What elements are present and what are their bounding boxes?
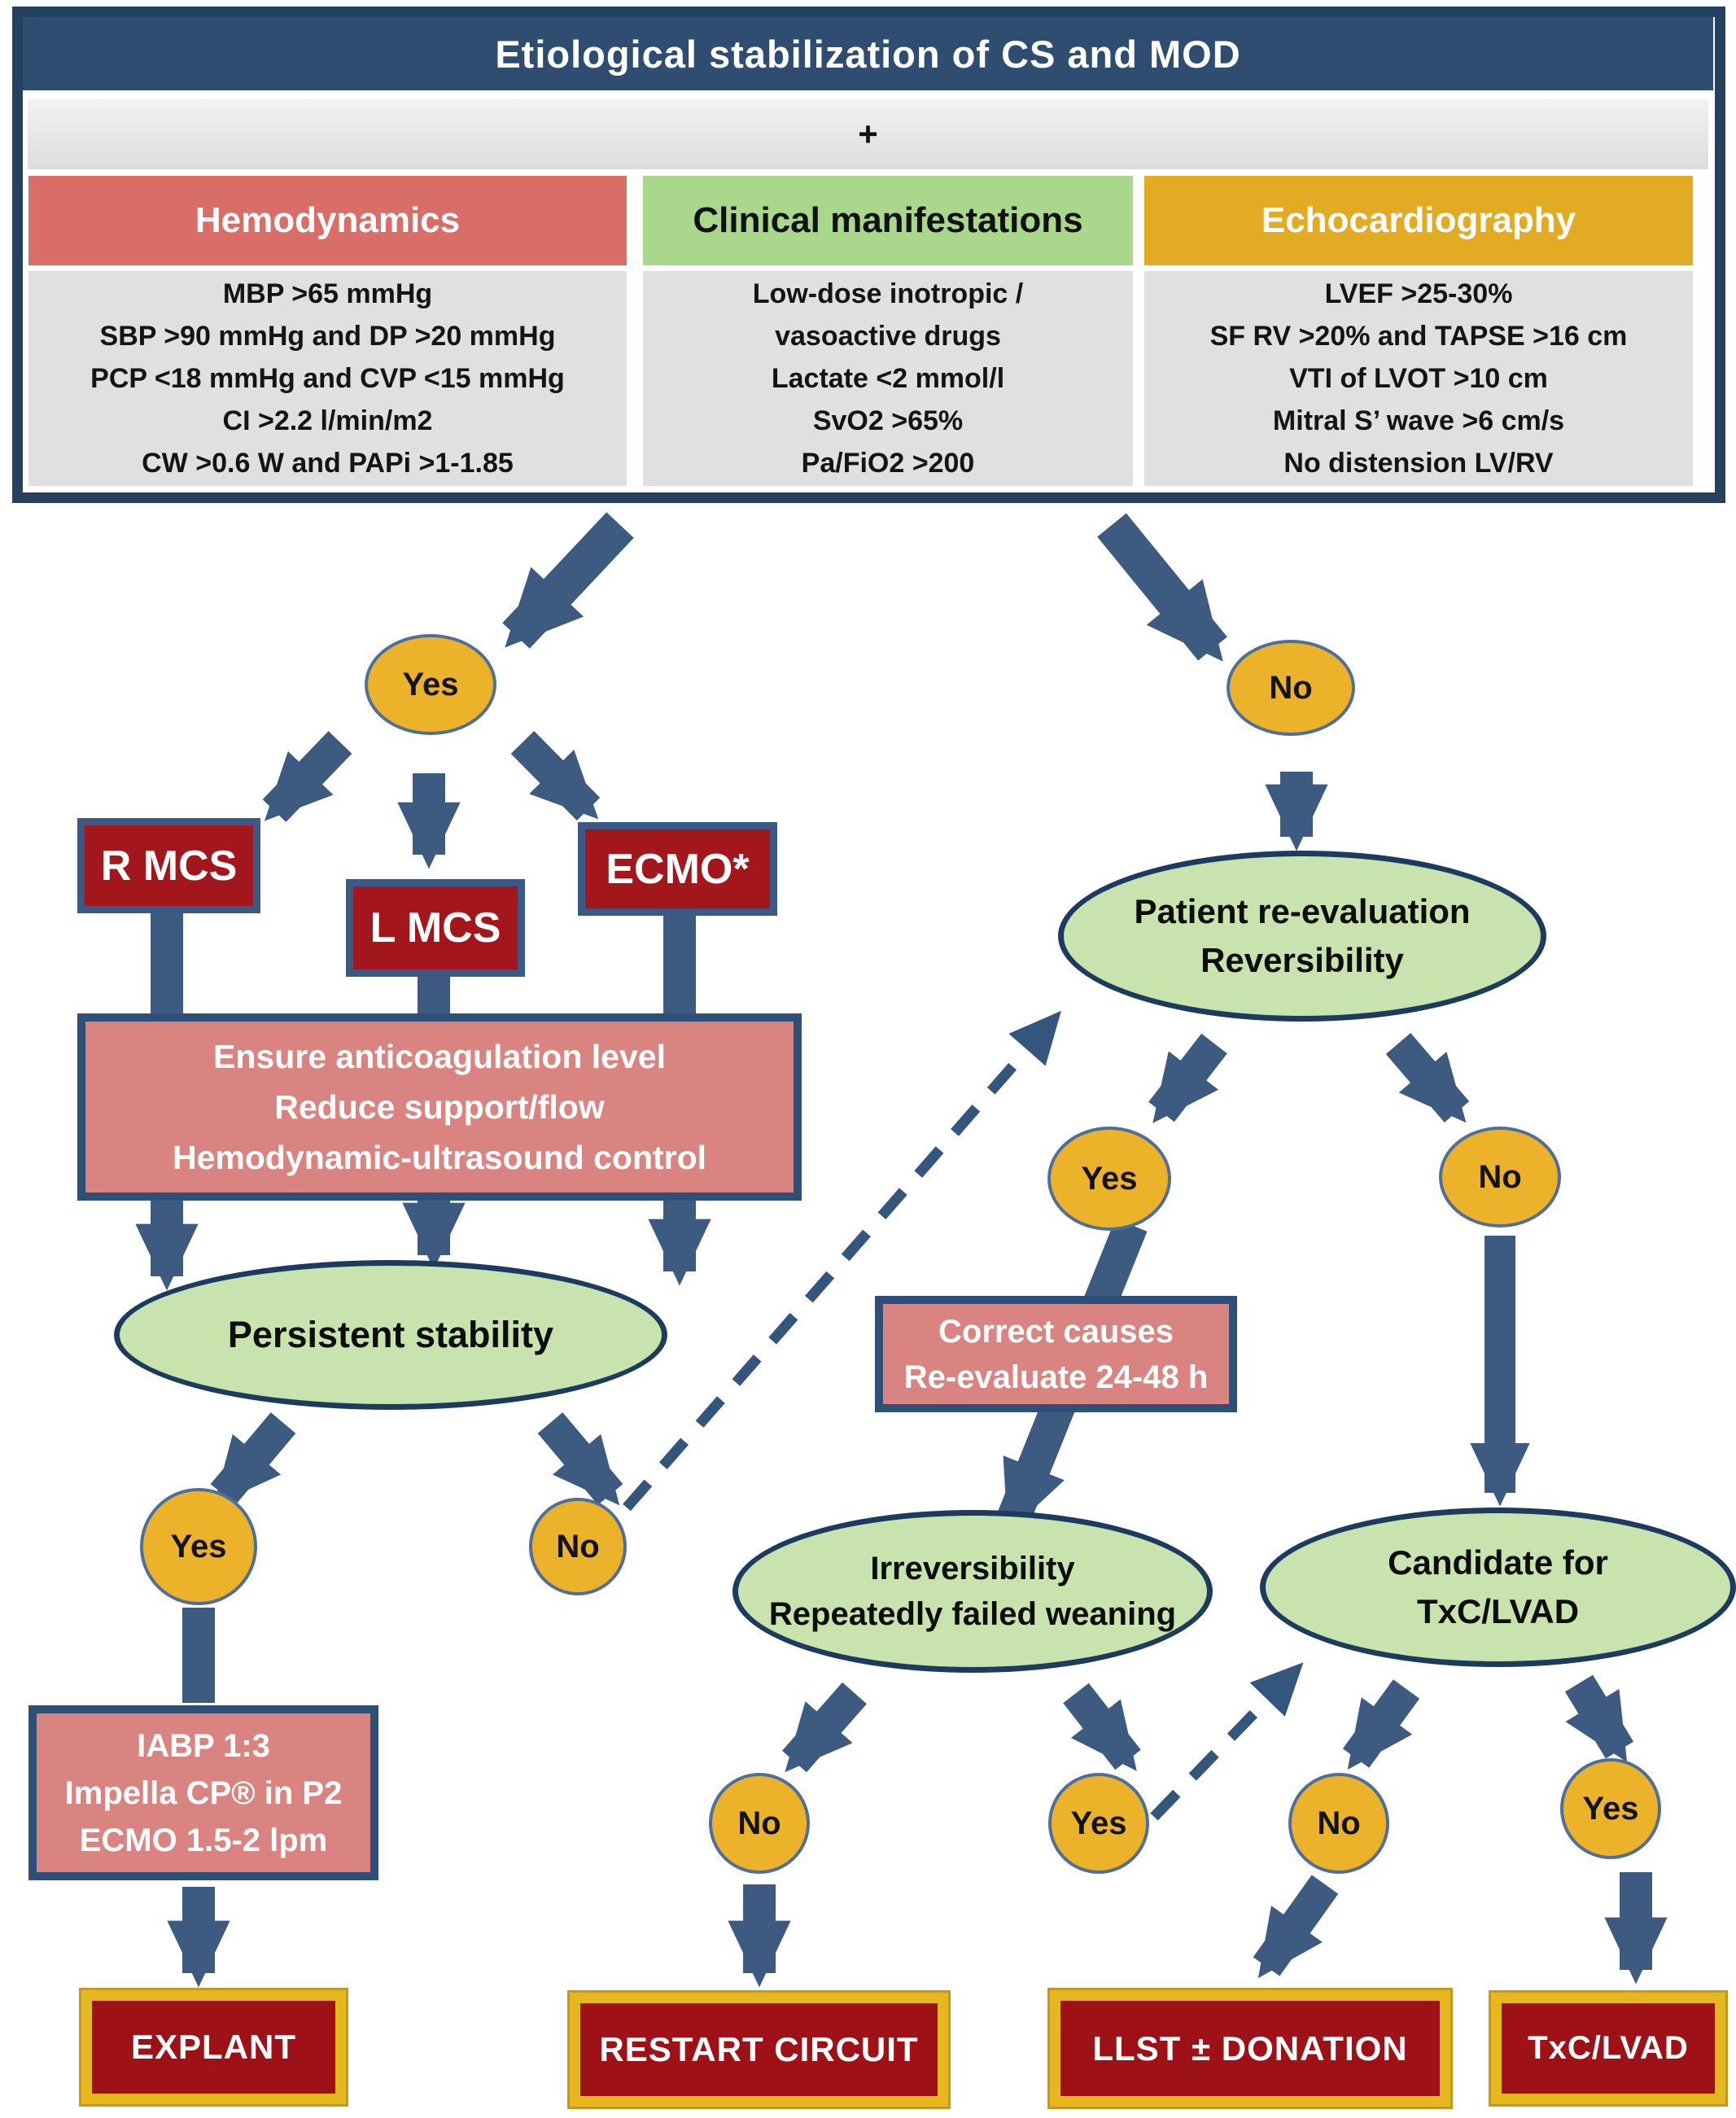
r-mcs-box: R MCS (77, 818, 260, 913)
arrow-yes-to-ecmo (510, 730, 601, 821)
plus-strip: + (28, 99, 1708, 169)
reevaluation-line: Patient re-evaluation (1134, 892, 1471, 930)
decision-label: Yes (402, 666, 459, 702)
table-title: Etiological stabilization of CS and MOD (23, 17, 1713, 90)
ecmo-label: ECMO* (606, 845, 750, 893)
decision-yes-stability: Yes (140, 1488, 257, 1605)
arrow-candidate-to-yes (1564, 1674, 1634, 1762)
decision-label: Yes (1582, 1790, 1639, 1827)
decision-yes-main: Yes (365, 634, 496, 735)
ecmo-box: ECMO* (578, 822, 777, 916)
criteria-line: LVEF >25-30% (1324, 278, 1513, 309)
clinical-title: Clinical manifestations (693, 200, 1083, 240)
arrow-yes-to-rmcs (262, 731, 352, 822)
candidate-line: TxC/LVAD (1416, 1592, 1580, 1630)
decision-yes-irreversibility: Yes (1048, 1773, 1149, 1874)
decision-no-main: No (1227, 640, 1355, 736)
plus-sign: + (858, 115, 878, 153)
column-header-hemodynamics: Hemodynamics (28, 176, 627, 265)
arrow-irrev-to-no (781, 1682, 868, 1773)
criteria-line: SF RV >20% and TAPSE >16 cm (1209, 321, 1628, 352)
criteria-line: SvO2 >65% (812, 405, 964, 436)
hemodynamics-panel: MBP >65 mmHg SBP >90 mmHg and DP >20 mmH… (28, 271, 627, 486)
decision-label: No (1478, 1158, 1522, 1195)
candidate-ellipse: Candidate for TxC/LVAD (1260, 1508, 1736, 1667)
criteria-line: No distension LV/RV (1283, 448, 1554, 479)
arrow-criteria-to-no (1097, 513, 1227, 662)
decision-yes-reversibility: Yes (1047, 1127, 1171, 1231)
persistent-stability-ellipse: Persistent stability (114, 1260, 667, 1410)
arrow-stability-to-yes (210, 1412, 296, 1506)
l-mcs-box: L MCS (346, 879, 525, 977)
decision-label: Yes (1070, 1805, 1127, 1841)
criteria-line: CW >0.6 W and PAPi >1-1.85 (142, 448, 514, 479)
minimal-support-line: Impella CP® in P2 (64, 1774, 343, 1811)
l-mcs-label: L MCS (370, 904, 501, 952)
decision-label: No (556, 1528, 600, 1564)
criteria-line: vasoactive drugs (775, 321, 1001, 352)
criteria-line: Mitral S’ wave >6 cm/s (1272, 405, 1565, 436)
reevaluation-line: Reversibility (1200, 941, 1404, 979)
restart-circuit-label: RESTART CIRCUIT (599, 2030, 919, 2068)
echocardiography-title: Echocardiography (1261, 200, 1576, 240)
decision-no-candidate: No (1288, 1773, 1389, 1874)
irreversibility-line: Irreversibility (870, 1551, 1075, 1586)
arrow-criteria-to-yes (502, 512, 634, 649)
decision-label: No (1317, 1805, 1361, 1841)
minimal-support-box: IABP 1:3 Impella CP® in P2 ECMO 1.5-2 lp… (28, 1705, 378, 1880)
minimal-support-line: ECMO 1.5-2 lpm (79, 1822, 328, 1858)
arrow-reeval-to-no (1385, 1032, 1470, 1123)
protocol-line: Ensure anticoagulation level (213, 1038, 666, 1075)
decision-label: Yes (170, 1528, 227, 1564)
txc-lvad-label: TxC/LVAD (1528, 2030, 1689, 2066)
decision-label: No (1269, 669, 1313, 706)
arrow-stability-to-no (537, 1412, 623, 1506)
explant-box: EXPLANT (79, 1988, 348, 2107)
criteria-line: SBP >90 mmHg and DP >20 mmHg (99, 321, 556, 352)
decision-label: No (737, 1805, 781, 1841)
llst-donation-box: LLST ± DONATION (1047, 1988, 1453, 2109)
criteria-line: Lactate <2 mmol/l (771, 363, 1005, 394)
table-title-text: Etiological stabilization of CS and MOD (495, 32, 1241, 76)
txc-lvad-box: TxC/LVAD (1489, 1990, 1728, 2107)
dashed-arrow-yes-to-candidate (1150, 1662, 1304, 1821)
persistent-stability-label: Persistent stability (227, 1314, 554, 1355)
criteria-line: CI >2.2 l/min/m2 (222, 405, 433, 436)
decision-no-irreversibility: No (709, 1773, 810, 1874)
clinical-panel: Low-dose inotropic / vasoactive drugs La… (643, 271, 1133, 486)
arrow-candidate-to-no (1342, 1679, 1420, 1770)
criteria-line: Pa/FiO2 >200 (801, 448, 975, 479)
llst-donation-label: LLST ± DONATION (1092, 2028, 1408, 2068)
echocardiography-panel: LVEF >25-30% SF RV >20% and TAPSE >16 cm… (1144, 271, 1693, 486)
explant-label: EXPLANT (130, 2028, 296, 2066)
decision-no-stability: No (529, 1498, 627, 1595)
decision-label: Yes (1081, 1160, 1138, 1197)
criteria-line: VTI of LVOT >10 cm (1289, 363, 1548, 394)
correct-causes-line: Re-evaluate 24-48 h (903, 1359, 1209, 1395)
criteria-line: MBP >65 mmHg (222, 278, 433, 309)
column-header-echocardiography: Echocardiography (1144, 176, 1693, 265)
arrow-reeval-to-yes (1148, 1033, 1227, 1123)
irreversibility-line: Repeatedly failed weaning (768, 1596, 1177, 1632)
correct-causes-box: Correct causes Re-evaluate 24-48 h (875, 1296, 1237, 1412)
restart-circuit-box: RESTART CIRCUIT (567, 1990, 951, 2109)
decision-yes-candidate: Yes (1560, 1758, 1661, 1859)
criteria-line: PCP <18 mmHg and CVP <15 mmHg (90, 363, 565, 394)
weaning-protocol-box: Ensure anticoagulation level Reduce supp… (77, 1013, 802, 1201)
r-mcs-label: R MCS (100, 842, 238, 890)
protocol-line: Hemodynamic-ultrasound control (172, 1139, 707, 1176)
column-header-clinical: Clinical manifestations (643, 176, 1133, 265)
irreversibility-ellipse: Irreversibility Repeatedly failed weanin… (732, 1510, 1213, 1673)
candidate-line: Candidate for (1388, 1543, 1608, 1582)
correct-causes-line: Correct causes (938, 1313, 1174, 1350)
arrow-irrev-to-yes (1063, 1683, 1141, 1771)
criteria-line: Low-dose inotropic / (752, 278, 1024, 309)
patient-reevaluation-ellipse: Patient re-evaluation Reversibility (1058, 851, 1546, 1022)
minimal-support-line: IABP 1:3 (137, 1727, 270, 1764)
hemodynamics-title: Hemodynamics (195, 200, 461, 240)
protocol-line: Reduce support/flow (274, 1088, 605, 1126)
arrow-no-to-llst (1253, 1875, 1339, 1979)
decision-no-reversibility: No (1439, 1127, 1561, 1227)
